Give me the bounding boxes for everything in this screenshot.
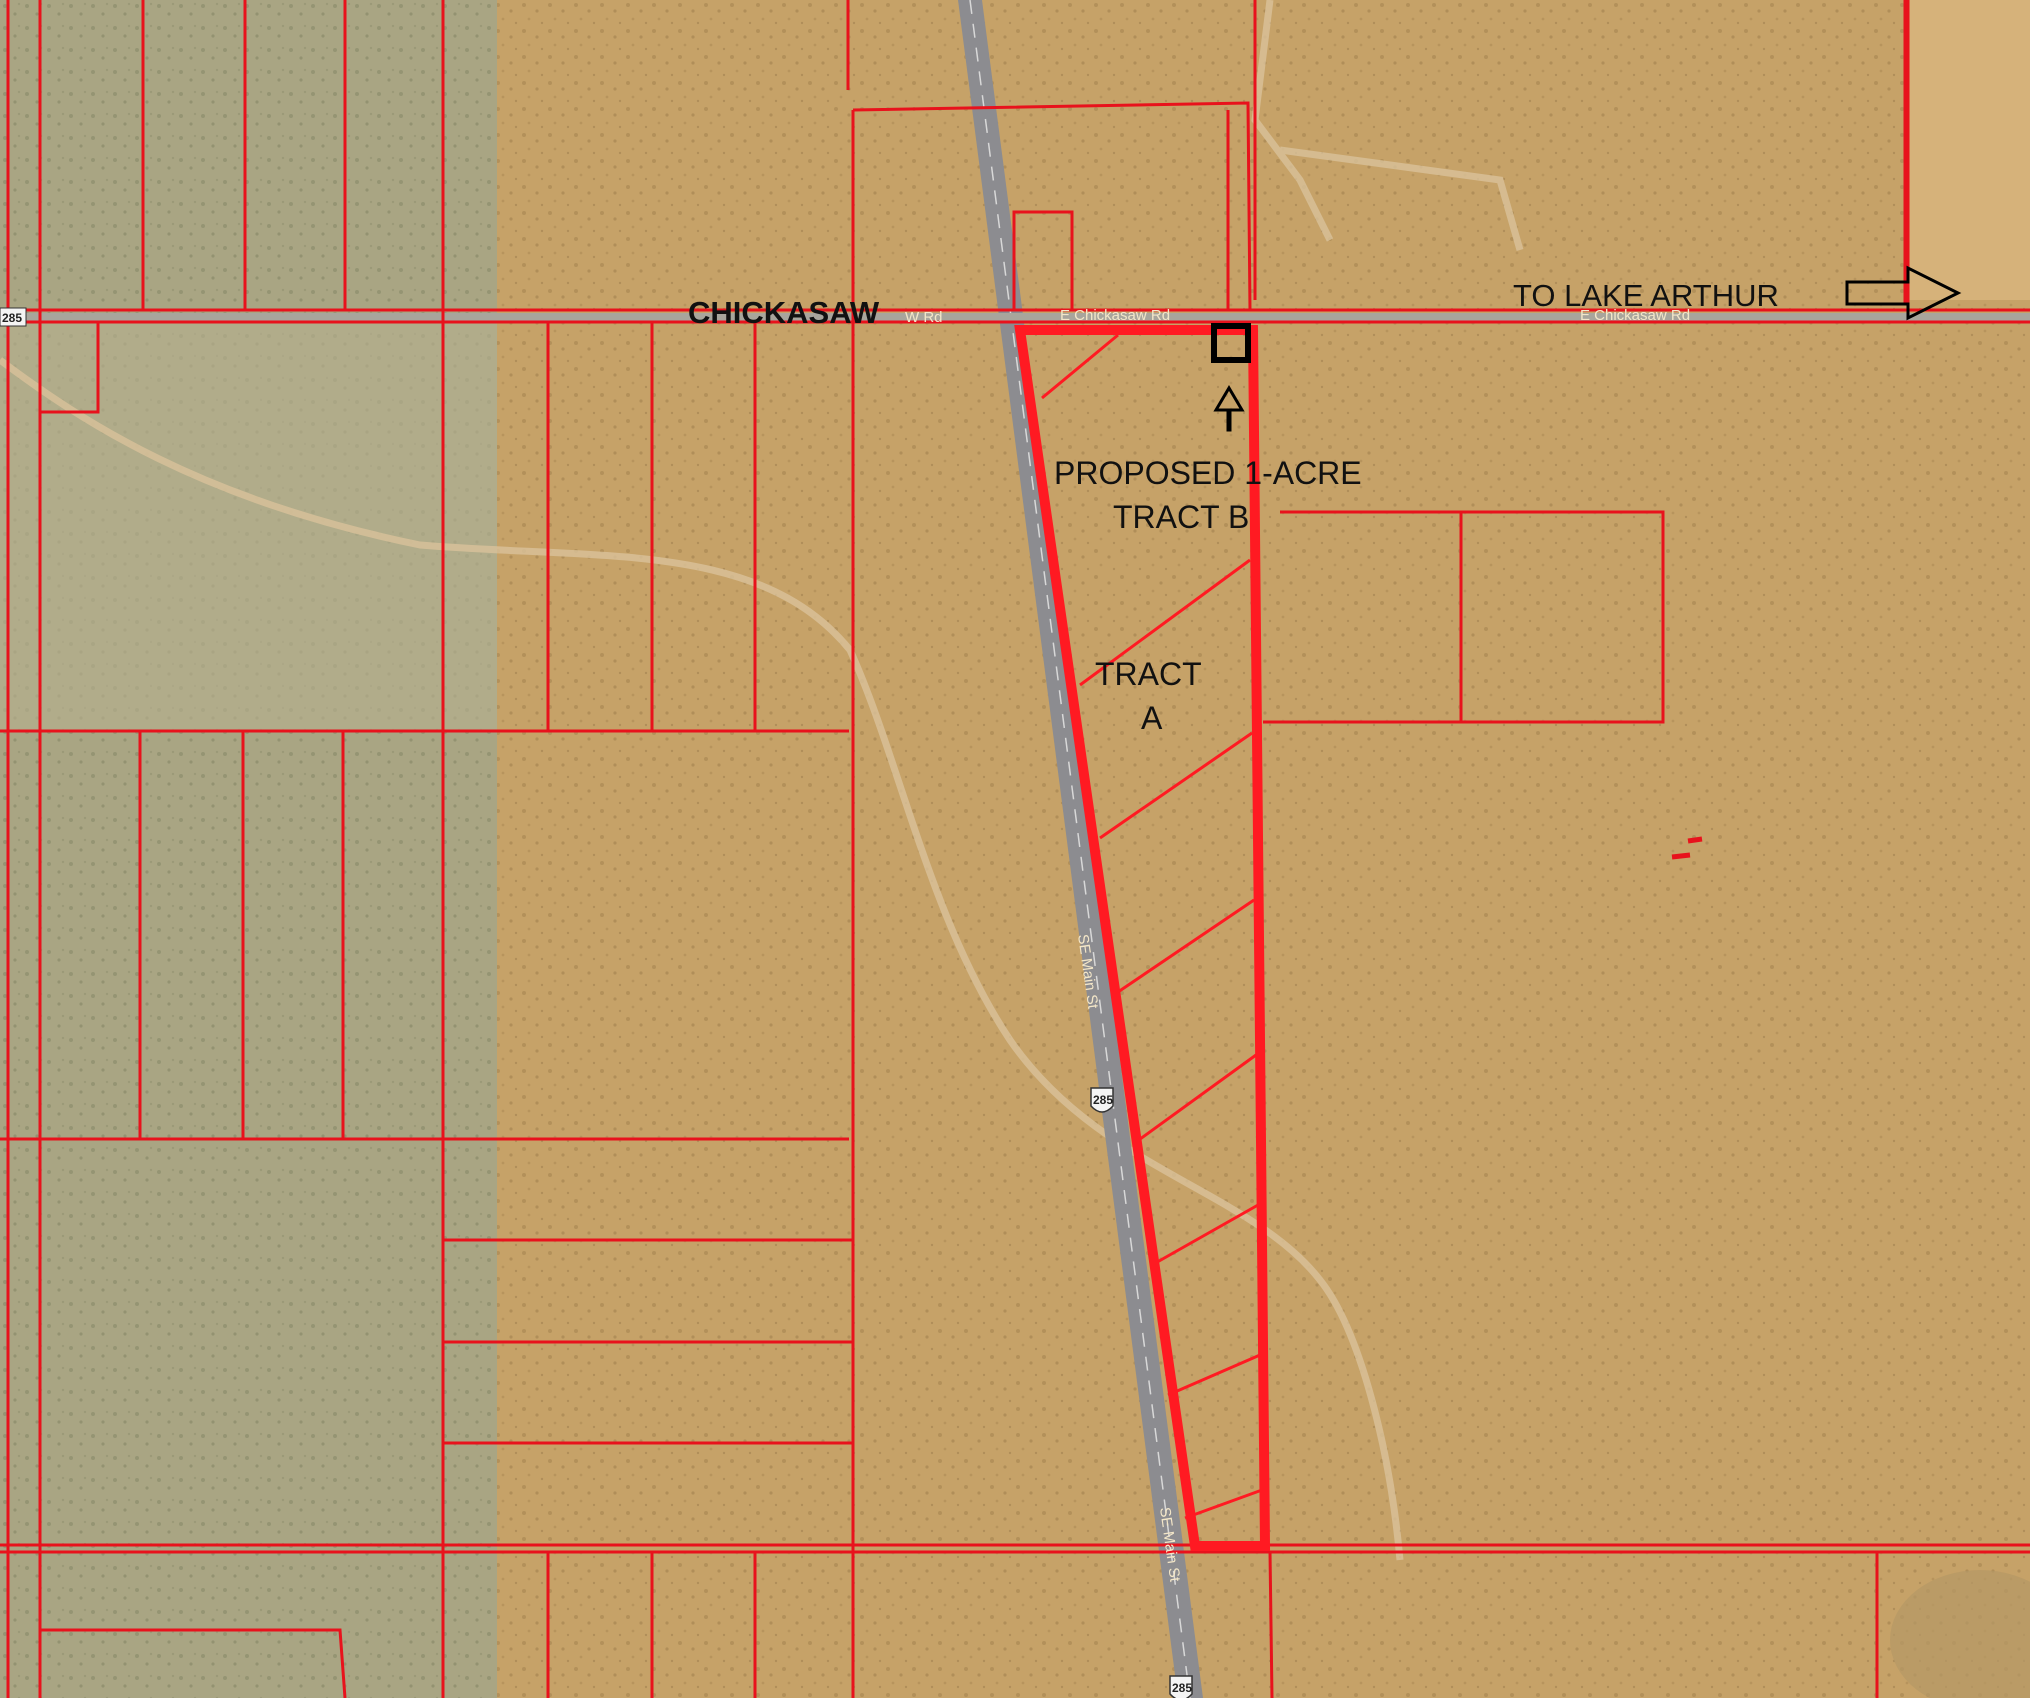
- proposed-tract-b-label-line2: TRACT B: [1113, 499, 1249, 535]
- lake-arthur-label: TO LAKE ARTHUR: [1513, 278, 1779, 313]
- chickasaw-rd-label-mid: E Chickasaw Rd: [1060, 307, 1170, 324]
- route-shield-number-south: 285: [1172, 1681, 1192, 1695]
- highway-se-main-st: [958, 0, 1203, 1698]
- arrow-up-icon: [1213, 385, 1245, 432]
- chickasaw-rd-label-east: E Chickasaw Rd: [1580, 307, 1690, 324]
- chickasaw-road: [0, 313, 2030, 323]
- arrow-right-icon: [1845, 265, 1962, 321]
- dirt-tracks: [0, 0, 1524, 1561]
- chickasaw-label: CHICKASAW: [688, 295, 880, 330]
- tract-a-label-line1: TRACT: [1095, 656, 1202, 692]
- tract-a-label-line2: A: [1141, 700, 1163, 736]
- chickasaw-rd-label-west: W Rd: [905, 309, 943, 326]
- tract-a-outline: [1014, 325, 1271, 1551]
- route-shield-icon: 285 285 285: [0, 307, 1193, 1698]
- tract-b-marker-icon: [1211, 323, 1251, 363]
- route-shield-number-west: 285: [2, 311, 22, 325]
- route-shield-number: 285: [1093, 1093, 1113, 1107]
- proposed-tract-b-label-line1: PROPOSED 1-ACRE: [1054, 455, 1362, 491]
